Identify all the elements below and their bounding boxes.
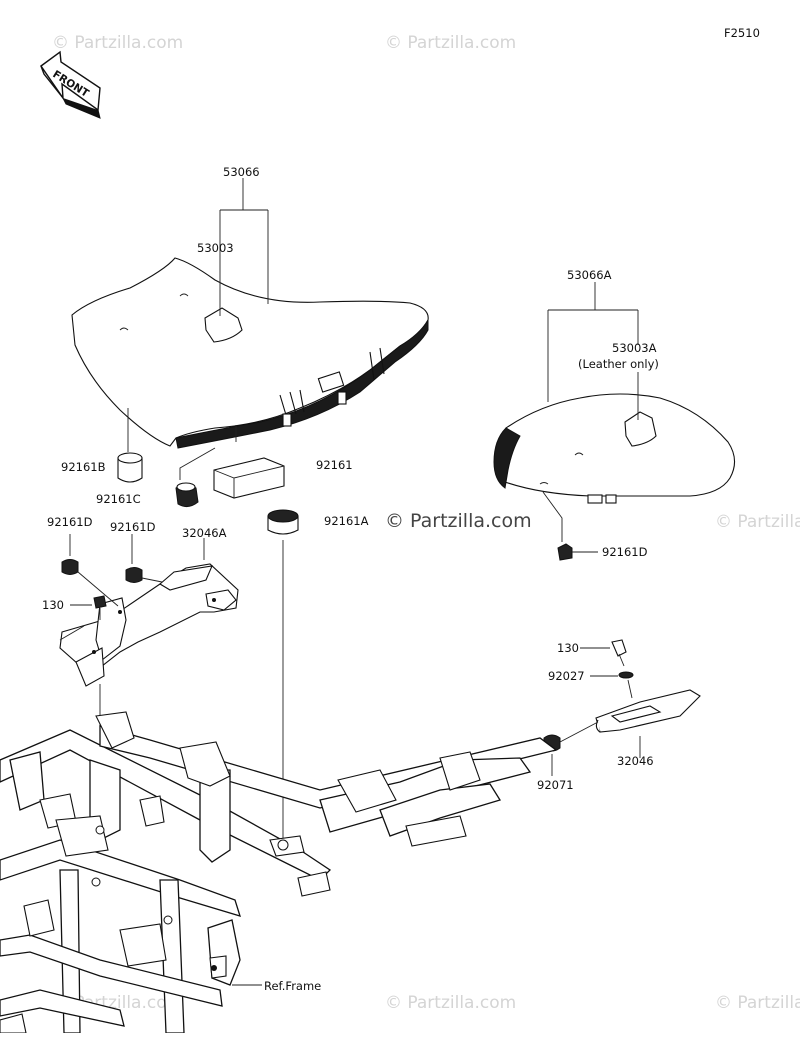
- leaders-front-seat: [127, 178, 269, 480]
- bolt-right-drawing: [580, 639, 627, 667]
- damper-d-mid-drawing: [125, 534, 163, 583]
- frame-drawing: [0, 711, 558, 1034]
- callout-bracket[interactable]: 32046: [617, 754, 654, 768]
- watermark: © Partzilla.com: [385, 33, 516, 53]
- leaders-rear-seat: [542, 282, 639, 542]
- callout-damper[interactable]: 92161: [316, 458, 353, 472]
- bracket-drawing: [595, 689, 701, 758]
- watermarks: © Partzilla.com © Partzilla.com © Partzi…: [52, 33, 800, 1013]
- callout-labels: 53066 53003 53066A 53003A (Leather only)…: [42, 165, 659, 993]
- damper-d-left-drawing: [61, 534, 119, 607]
- front-arrow-icon: FRONT: [40, 50, 101, 119]
- damper-drawing: [213, 457, 285, 499]
- callout-bolt-left[interactable]: 130: [42, 598, 64, 612]
- callout-damper-d-right[interactable]: 92161D: [602, 545, 648, 559]
- callout-bolt-right[interactable]: 130: [557, 641, 579, 655]
- callout-grommet[interactable]: 92071: [537, 778, 574, 792]
- front-seat-drawing: [71, 257, 429, 449]
- watermark: © Partzilla.com: [385, 993, 516, 1013]
- watermark: © Partzilla.com: [715, 512, 800, 532]
- figure-code: F2510: [724, 26, 760, 40]
- bracket-a-drawing: [59, 563, 239, 687]
- callout-collar[interactable]: 92027: [548, 669, 585, 683]
- bolt-left-drawing: [93, 595, 107, 620]
- callout-damper-d-mid[interactable]: 92161D: [110, 520, 156, 534]
- callout-rear-seat-cover[interactable]: 53003A: [612, 341, 657, 355]
- callout-damper-c[interactable]: 92161C: [96, 492, 141, 506]
- damper-c-drawing: [175, 482, 199, 508]
- callout-damper-d-left[interactable]: 92161D: [47, 515, 93, 529]
- callout-ref-frame[interactable]: Ref.Frame: [264, 979, 321, 993]
- callout-damper-b[interactable]: 92161B: [61, 460, 106, 474]
- watermark: © Partzilla.com: [715, 993, 800, 1013]
- watermark-main: © Partzilla.com: [385, 510, 532, 532]
- damper-a-drawing: [267, 509, 299, 840]
- callout-rear-seat-note: (Leather only): [578, 357, 659, 371]
- watermark: © Partzilla.com: [52, 33, 183, 53]
- callout-bracket-a[interactable]: 32046A: [182, 526, 227, 540]
- collar-drawing: [590, 671, 634, 699]
- callout-seat-assy[interactable]: 53066: [223, 165, 260, 179]
- rear-seat-drawing: [493, 393, 736, 504]
- callout-seat-cover[interactable]: 53003: [197, 241, 234, 255]
- callout-damper-a[interactable]: 92161A: [324, 514, 369, 528]
- callout-rear-seat-assy[interactable]: 53066A: [567, 268, 612, 282]
- damper-d-right-drawing: [557, 543, 598, 561]
- damper-b-drawing: [117, 452, 143, 483]
